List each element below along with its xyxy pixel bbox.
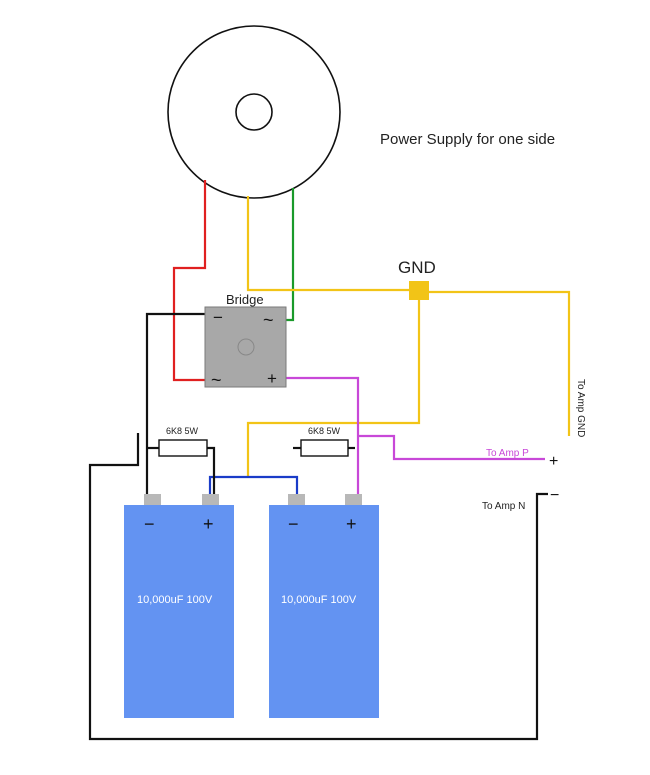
capacitor-2: − + 10,000uF 100V [269, 494, 379, 718]
bridge-minus-terminal: − [213, 308, 223, 327]
amp-n-minus-sign: − [550, 487, 559, 504]
output-labels: To Amp GND To Amp P + To Amp N − [482, 379, 586, 512]
gnd-node: GND [398, 258, 436, 300]
yellow-amp-gnd-wire [419, 290, 571, 436]
resistor-1-body [158, 439, 208, 457]
yellow-cap-junction-wire [246, 290, 421, 477]
transformer-center-hole [235, 93, 273, 131]
capacitor-2-label: 10,000uF 100V [281, 594, 357, 606]
capacitor-1-positive-terminal [202, 494, 219, 505]
diagram-title: Power Supply for one side [380, 131, 555, 148]
bridge-label: Bridge [226, 292, 264, 307]
to-amp-p-label: To Amp P [486, 448, 529, 459]
capacitor-1-plus-sign: + [203, 514, 214, 534]
capacitor-2-body [269, 505, 379, 718]
blue-cap-interconnect-wire [208, 475, 299, 494]
resistor-2-label: 6K8 5W [308, 426, 341, 436]
capacitor-1-minus-sign: − [144, 514, 155, 534]
bridge-plus-terminal: + [267, 369, 277, 388]
black-amp-n-wire [88, 433, 548, 741]
yellow-center-tap-wire [246, 196, 419, 292]
capacitor-2-positive-terminal [345, 494, 362, 505]
resistor-1-lead-right [207, 446, 216, 494]
capacitor-1-body [124, 505, 234, 718]
capacitor-2-negative-terminal [288, 494, 305, 505]
capacitor-1: − + 10,000uF 100V [124, 494, 234, 718]
black-negative-wire [145, 312, 213, 494]
toroidal-transformer [167, 25, 341, 199]
bridge-ac-terminal-top: ~ [263, 310, 274, 330]
bridge-body [204, 306, 287, 388]
purple-amp-p-wire [358, 434, 545, 461]
gnd-label: GND [398, 258, 436, 277]
to-amp-gnd-label: To Amp GND [575, 379, 586, 437]
bridge-ac-terminal-bottom: ~ [211, 370, 222, 390]
green-ac-wire [276, 188, 295, 322]
capacitor-1-negative-terminal [144, 494, 161, 505]
bridge-rectifier: Bridge − ~ ~ + [204, 292, 287, 390]
purple-positive-wire [283, 376, 360, 494]
resistor-1-label: 6K8 5W [166, 426, 199, 436]
bleeder-resistor-1: 6K8 5W [147, 426, 216, 494]
wires [88, 180, 571, 741]
amp-p-plus-sign: + [549, 453, 558, 470]
capacitor-2-plus-sign: + [346, 514, 357, 534]
bridge-mount-hole [237, 338, 255, 356]
red-ac-wire [172, 180, 213, 382]
capacitor-2-minus-sign: − [288, 514, 299, 534]
bleeder-resistor-2: 6K8 5W [293, 426, 355, 457]
gnd-node-square [409, 281, 429, 300]
resistor-2-body [300, 439, 349, 457]
to-amp-n-label: To Amp N [482, 501, 525, 512]
capacitor-1-label: 10,000uF 100V [137, 594, 213, 606]
